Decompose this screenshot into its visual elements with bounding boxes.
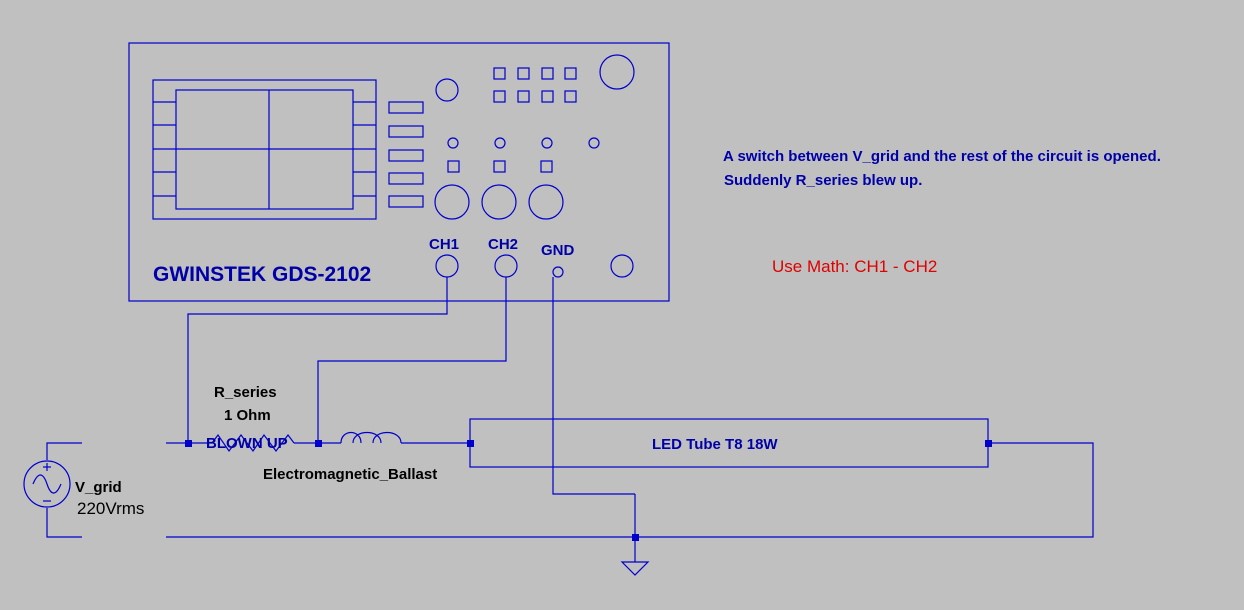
channel-key[interactable] bbox=[447, 160, 460, 173]
channel-key[interactable] bbox=[493, 160, 506, 173]
inductor-symbol[interactable] bbox=[340, 431, 402, 444]
menu-key[interactable] bbox=[388, 101, 424, 114]
resistor-symbol[interactable] bbox=[211, 433, 295, 453]
small-knob[interactable] bbox=[541, 137, 553, 149]
gnd-probe-wire bbox=[552, 277, 635, 495]
oscilloscope-model-label: GWINSTEK GDS-2102 bbox=[153, 263, 371, 286]
menu-key[interactable] bbox=[388, 195, 424, 208]
small-knob[interactable] bbox=[447, 137, 459, 149]
junction-dot bbox=[185, 440, 192, 447]
resistor-name-label: R_series bbox=[214, 384, 277, 401]
annotation-line-1: A switch between V_grid and the rest of … bbox=[723, 148, 1161, 165]
menu-key[interactable] bbox=[388, 149, 424, 162]
ch2-probe-wire bbox=[317, 277, 507, 443]
function-key[interactable] bbox=[493, 67, 506, 80]
ac-source-icon[interactable] bbox=[23, 460, 71, 508]
ch1-probe-wire bbox=[187, 277, 448, 443]
source-left-bottom-wire bbox=[46, 508, 82, 538]
large-knob[interactable] bbox=[481, 184, 517, 220]
source-left-top-wire bbox=[46, 442, 82, 460]
source-name-label: V_grid bbox=[75, 479, 122, 496]
oscilloscope[interactable] bbox=[128, 42, 670, 302]
function-key[interactable] bbox=[564, 90, 577, 103]
resistor-status-label: BLOWN UP bbox=[206, 435, 288, 452]
junction-dot bbox=[632, 534, 639, 541]
variable-knob[interactable] bbox=[435, 78, 459, 102]
small-knob[interactable] bbox=[588, 137, 600, 149]
large-knob[interactable] bbox=[434, 184, 470, 220]
menu-key[interactable] bbox=[388, 172, 424, 185]
return-wire bbox=[166, 442, 1094, 538]
channel-key[interactable] bbox=[540, 160, 553, 173]
small-knob[interactable] bbox=[494, 137, 506, 149]
gnd-label: GND bbox=[541, 242, 575, 259]
wires bbox=[46, 277, 1094, 562]
ballast-name-label: Electromagnetic_Ballast bbox=[263, 466, 437, 483]
gnd-connector[interactable] bbox=[552, 266, 564, 278]
ch1-connector[interactable] bbox=[435, 254, 459, 278]
math-note: Use Math: CH1 - CH2 bbox=[772, 257, 937, 276]
led-tube-label: LED Tube T8 18W bbox=[652, 436, 778, 453]
led-tube-load[interactable] bbox=[469, 418, 989, 468]
junctions bbox=[185, 440, 992, 541]
ext-trigger-connector[interactable] bbox=[610, 254, 634, 278]
annotation-line-2: Suddenly R_series blew up. bbox=[724, 172, 922, 189]
power-button[interactable] bbox=[599, 54, 635, 90]
resistor-value-label: 1 Ohm bbox=[224, 407, 271, 424]
ground-icon bbox=[620, 561, 650, 576]
source-value-label: 220Vrms bbox=[77, 499, 144, 518]
large-knob[interactable] bbox=[528, 184, 564, 220]
function-key[interactable] bbox=[541, 90, 554, 103]
oscilloscope-body bbox=[128, 42, 670, 302]
function-key[interactable] bbox=[517, 90, 530, 103]
ch1-label: CH1 bbox=[429, 236, 459, 253]
function-key[interactable] bbox=[517, 67, 530, 80]
ch2-connector[interactable] bbox=[494, 254, 518, 278]
junction-dot bbox=[315, 440, 322, 447]
menu-key[interactable] bbox=[388, 125, 424, 138]
ch2-label: CH2 bbox=[488, 236, 518, 253]
function-key[interactable] bbox=[493, 90, 506, 103]
function-key[interactable] bbox=[541, 67, 554, 80]
function-key[interactable] bbox=[564, 67, 577, 80]
